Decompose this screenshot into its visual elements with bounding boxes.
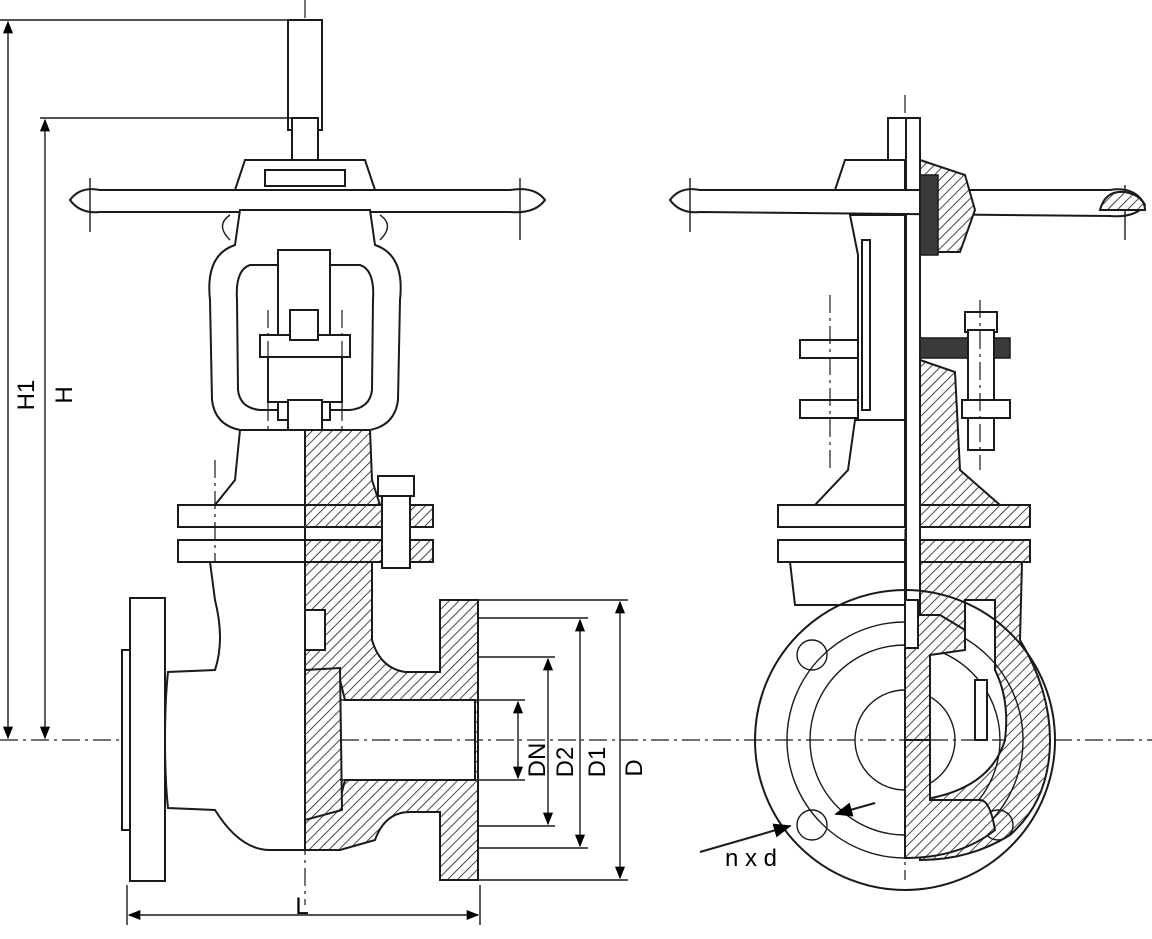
front-view <box>68 19 547 882</box>
bolt-hole <box>796 809 828 841</box>
bolt-hole <box>796 639 828 671</box>
side-view <box>668 117 1147 891</box>
stem <box>287 19 323 131</box>
bolt-hole-leader <box>699 802 876 853</box>
dim-label-DN: DN <box>524 743 551 778</box>
flange-bolt <box>377 475 415 497</box>
dim-label-L: L <box>295 893 308 920</box>
valve-body <box>163 561 306 851</box>
handwheel <box>68 159 547 240</box>
bonnet-flange <box>177 504 306 528</box>
dim-label-D: D <box>621 759 648 776</box>
dim-label-D1: D1 <box>584 747 611 778</box>
dim-label-bolts: n x d <box>725 845 777 872</box>
bonnet <box>212 429 306 506</box>
gate-disc <box>304 666 344 822</box>
inlet-flange <box>129 597 166 882</box>
dimension-lines <box>0 19 628 925</box>
dim-label-H1: H1 <box>13 380 40 411</box>
dim-label-H: H <box>51 386 78 403</box>
dim-label-D2: D2 <box>552 747 579 778</box>
